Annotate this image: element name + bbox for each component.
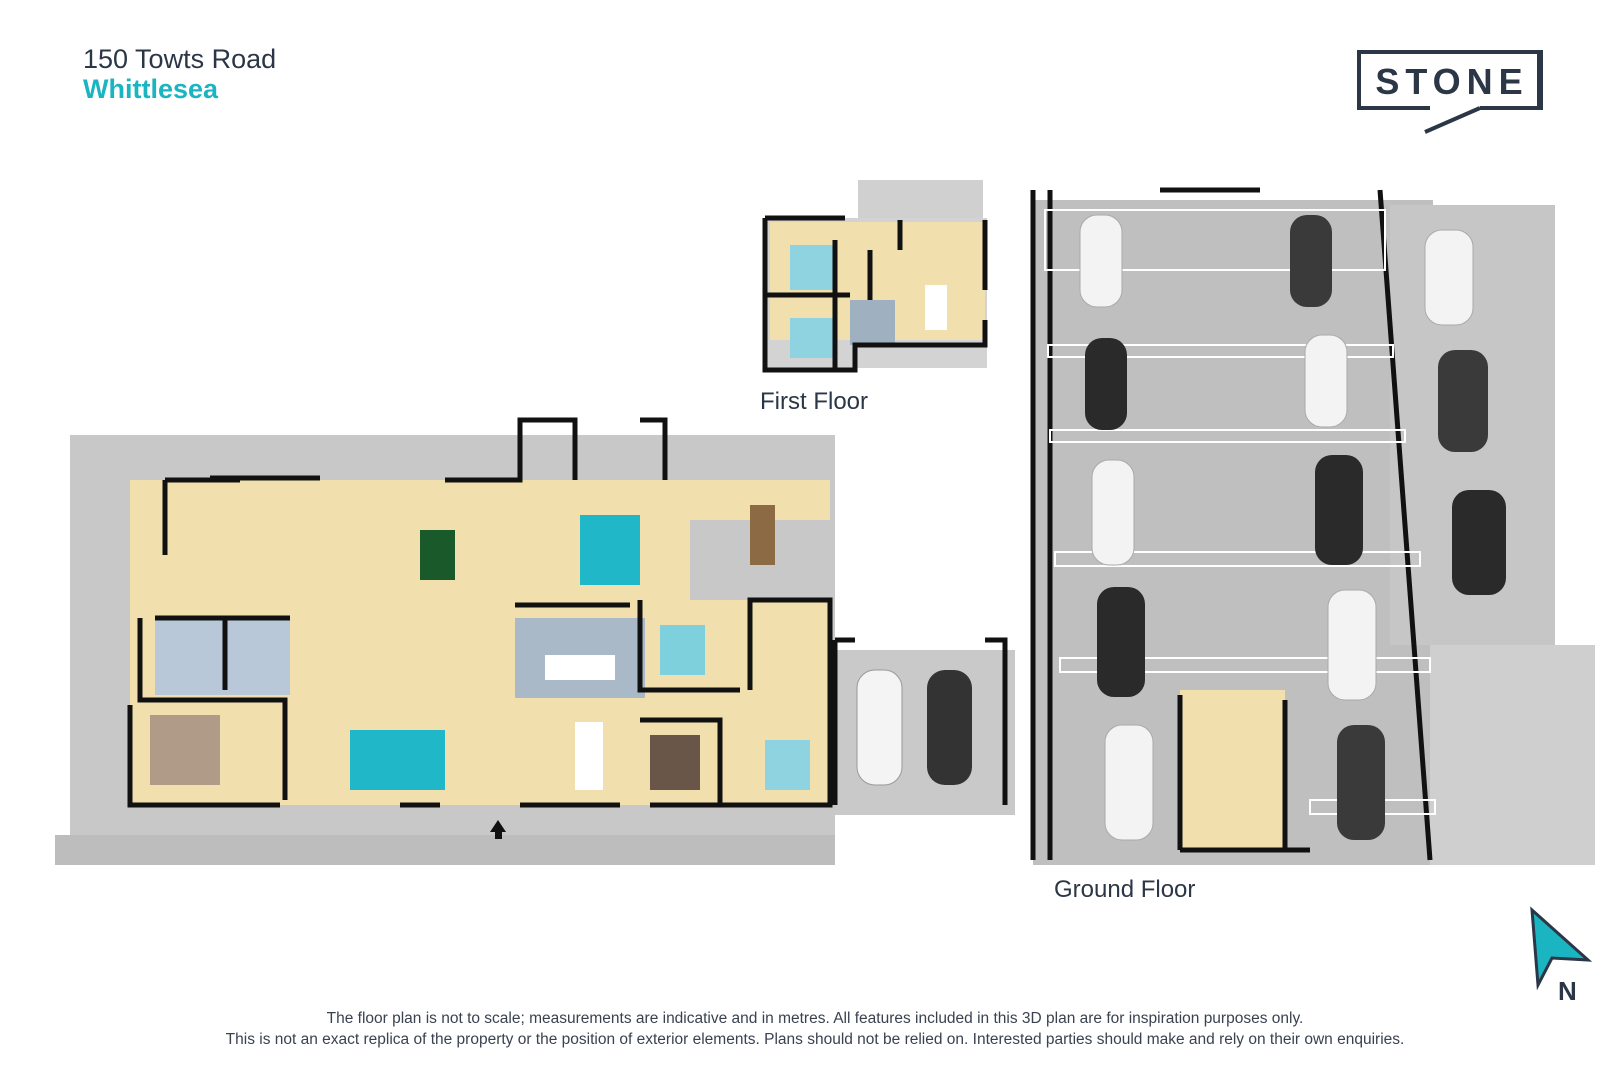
ground-floor-main-house [55,417,835,865]
disclaimer-line-2: This is not an exact replica of the prop… [225,1031,1405,1048]
garage [832,637,1015,815]
car [927,670,972,785]
car-park [1030,187,1595,865]
parked-cars [1079,214,1506,841]
first-floor-plan [762,180,988,373]
first-floor-label: First Floor [760,388,868,415]
car [856,669,903,786]
disclaimer-line-1: The floor plan is not to scale; measurem… [326,1010,1304,1027]
north-arrow-icon [1530,906,1593,991]
logo-text: STONE [1375,61,1529,102]
north-letter: N [1558,976,1577,1006]
rug [350,730,445,790]
logo-tail [1357,50,1543,134]
ground-floor-label: Ground Floor [1054,876,1196,903]
entry-arrow-icon [490,820,506,832]
property-address: 150 Towts Road [83,44,277,74]
property-suburb: Whittlesea [83,74,219,104]
pool-table [420,530,455,580]
